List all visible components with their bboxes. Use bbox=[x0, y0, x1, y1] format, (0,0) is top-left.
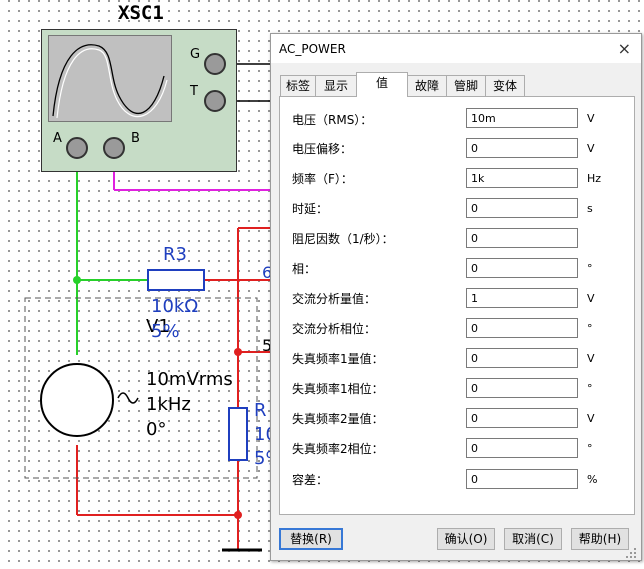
phase-input[interactable]: 0 bbox=[466, 258, 578, 278]
field-unit: % bbox=[587, 473, 598, 486]
tab-display[interactable]: 显示 bbox=[315, 75, 357, 96]
ac-magnitude-input[interactable]: 1 bbox=[466, 288, 578, 308]
field-label: 交流分析量值： bbox=[292, 292, 377, 306]
field-unit: V bbox=[587, 142, 595, 155]
cancel-button[interactable]: 取消(C) bbox=[504, 528, 562, 550]
v1-phase: 0° bbox=[146, 419, 167, 440]
dialog-titlebar[interactable]: AC_POWER × bbox=[271, 34, 641, 63]
v1-name: V1 bbox=[146, 316, 170, 337]
scope-terminal-b[interactable] bbox=[103, 137, 125, 159]
frequency-input[interactable]: 1k bbox=[466, 168, 578, 188]
dialog-title: AC_POWER bbox=[279, 42, 346, 56]
field-label: 频率（F）： bbox=[292, 172, 353, 186]
field-label: 失真频率2量值： bbox=[292, 412, 384, 426]
sine-symbol bbox=[117, 392, 139, 404]
distortion2-phase-input[interactable]: 0 bbox=[466, 438, 578, 458]
scope-label-t: T bbox=[190, 84, 198, 99]
damping-factor-input[interactable]: 0 bbox=[466, 228, 578, 248]
scope-label-g: G bbox=[190, 47, 201, 62]
oscilloscope-screen bbox=[48, 35, 172, 122]
field-unit: s bbox=[587, 202, 593, 215]
r3-tolerance: 5% bbox=[151, 321, 180, 342]
field-unit: Hz bbox=[587, 172, 602, 185]
field-unit: ° bbox=[587, 262, 593, 275]
junction-dot bbox=[234, 348, 242, 356]
voltage-rms-input[interactable]: 10m bbox=[466, 108, 578, 128]
scope-label-b: B bbox=[131, 131, 140, 146]
field-label: 阻尼因数（1/秒）： bbox=[292, 232, 394, 246]
field-label: 失真频率2相位： bbox=[292, 442, 384, 456]
junction-dot bbox=[234, 511, 242, 519]
scope-terminal-g[interactable] bbox=[204, 53, 226, 75]
junction-dot bbox=[73, 276, 81, 284]
field-label: 相： bbox=[292, 262, 317, 276]
field-unit: V bbox=[587, 292, 595, 305]
source-circle bbox=[40, 363, 114, 437]
ac-power-dialog: AC_POWER × 标签 显示 值 故障 管脚 变体 电压（RMS）： 10m… bbox=[270, 33, 642, 561]
ac-phase-input[interactable]: 0 bbox=[466, 318, 578, 338]
r4-tolerance: 5% bbox=[254, 448, 270, 469]
field-unit: V bbox=[587, 352, 595, 365]
resize-grip-icon[interactable] bbox=[626, 546, 638, 558]
resistor-r4-body bbox=[228, 407, 248, 461]
value-tab-panel: 电压（RMS）： 10m V 电压偏移： 0 V 频率（F）： 1k Hz 时延… bbox=[279, 96, 635, 515]
field-unit: ° bbox=[587, 382, 593, 395]
field-unit: ° bbox=[587, 322, 593, 335]
scope-label-a: A bbox=[53, 131, 62, 146]
field-label: 失真频率1相位： bbox=[292, 382, 384, 396]
tab-fault[interactable]: 故障 bbox=[407, 75, 447, 96]
r4-name: R bbox=[254, 400, 267, 421]
tab-variant[interactable]: 变体 bbox=[485, 75, 525, 96]
scope-terminal-a[interactable] bbox=[66, 137, 88, 159]
field-label: 失真频率1量值： bbox=[292, 352, 384, 366]
resistor-r3-body bbox=[147, 269, 205, 291]
net-label-6: 6 bbox=[262, 263, 270, 282]
time-delay-input[interactable]: 0 bbox=[466, 198, 578, 218]
replace-button[interactable]: 替换(R) bbox=[279, 528, 343, 550]
r4-value: 10 bbox=[254, 424, 270, 445]
field-label: 交流分析相位： bbox=[292, 322, 377, 336]
distortion2-magnitude-input[interactable]: 0 bbox=[466, 408, 578, 428]
oscilloscope-title: XSC1 bbox=[118, 2, 164, 24]
tab-label[interactable]: 标签 bbox=[280, 75, 316, 96]
tab-value[interactable]: 值 bbox=[356, 72, 408, 97]
tab-pins[interactable]: 管脚 bbox=[446, 75, 486, 96]
distortion1-phase-input[interactable]: 0 bbox=[466, 378, 578, 398]
field-label: 电压（RMS）： bbox=[292, 113, 373, 127]
ok-button[interactable]: 确认(O) bbox=[437, 528, 495, 550]
r3-value: 10kΩ bbox=[151, 296, 199, 317]
help-button[interactable]: 帮助(H) bbox=[571, 528, 629, 550]
waveform-graphic bbox=[52, 44, 168, 119]
field-unit: V bbox=[587, 112, 595, 125]
subcircuit-dashed-box bbox=[24, 297, 258, 479]
net-label-5: 5 bbox=[262, 336, 270, 355]
field-unit: V bbox=[587, 412, 595, 425]
close-icon[interactable]: × bbox=[617, 39, 631, 58]
field-unit: ° bbox=[587, 442, 593, 455]
v1-frequency: 1kHz bbox=[146, 394, 191, 415]
r3-name: R3 bbox=[163, 244, 187, 265]
field-label: 时延： bbox=[292, 202, 329, 216]
voltage-offset-input[interactable]: 0 bbox=[466, 138, 578, 158]
v1-amplitude: 10mVrms bbox=[146, 369, 233, 390]
scope-terminal-t[interactable] bbox=[204, 90, 226, 112]
distortion1-magnitude-input[interactable]: 0 bbox=[466, 348, 578, 368]
field-label: 容差： bbox=[292, 473, 329, 487]
tolerance-input[interactable]: 0 bbox=[466, 469, 578, 489]
field-label: 电压偏移： bbox=[292, 142, 353, 156]
